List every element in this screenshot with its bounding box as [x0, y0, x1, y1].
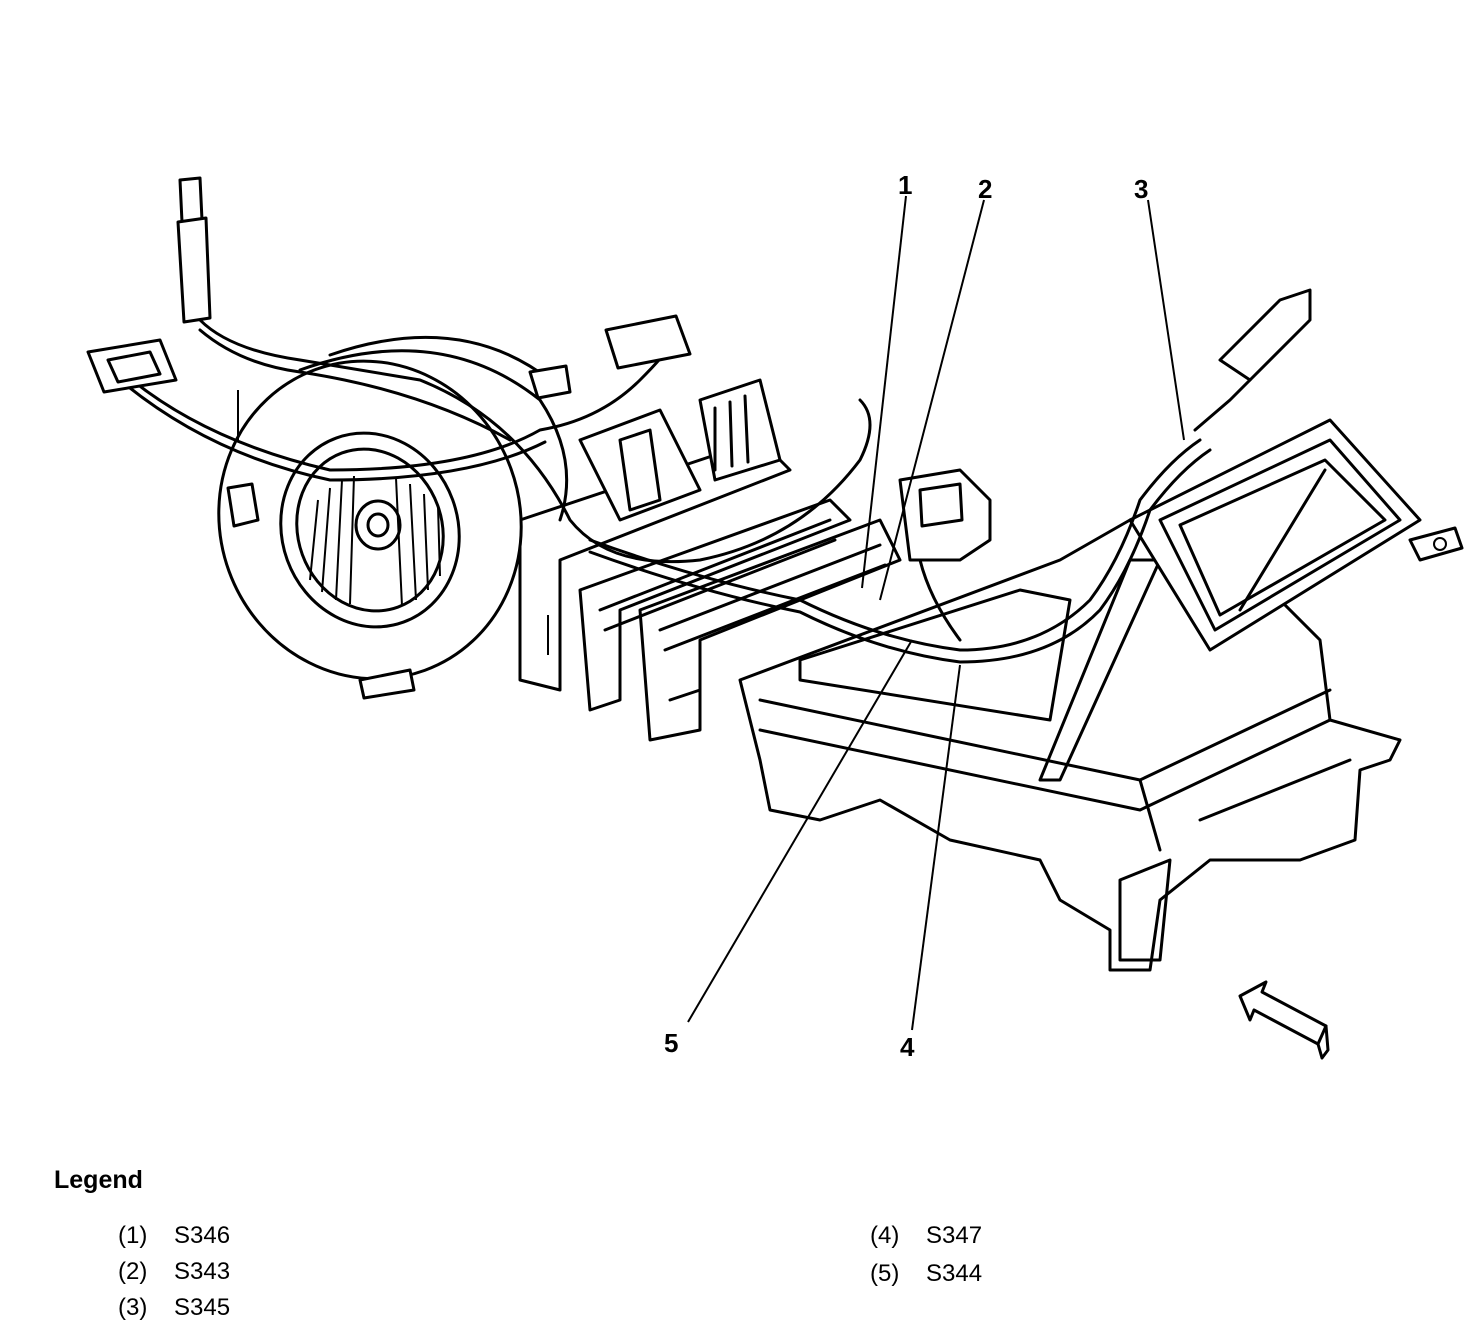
- legend-item-label: S343: [174, 1258, 231, 1285]
- legend-item-index: (2): [118, 1258, 148, 1285]
- legend-item-label: S345: [174, 1294, 231, 1321]
- callout-leaders: [687, 195, 1185, 1031]
- callout-number-3: 3: [1134, 174, 1148, 204]
- legend-item-label: S344: [926, 1260, 983, 1287]
- wiring-harness: [86, 176, 1312, 664]
- legend-item-label: S347: [926, 1222, 983, 1249]
- callout-number-4: 4: [900, 1032, 915, 1062]
- legend-item-index: (3): [118, 1294, 148, 1321]
- view-direction-arrow-icon: [1238, 980, 1330, 1060]
- legend-item-index: (5): [870, 1260, 900, 1287]
- legend-item: (5) S344: [870, 1260, 982, 1288]
- callout-number-1: 1: [898, 170, 912, 200]
- legend-item-index: (1): [118, 1222, 148, 1249]
- legend-item-label: S346: [174, 1222, 231, 1249]
- callout-number-5: 5: [664, 1028, 678, 1058]
- inlet-frame: [1128, 418, 1464, 652]
- callout-number-2: 2: [978, 174, 992, 204]
- legend-item-index: (4): [870, 1222, 900, 1249]
- blower-housing: [217, 335, 572, 700]
- hvac-module-harness-illustration: 1 2 3 4 5: [86, 170, 1464, 1062]
- legend-item: (3) S345: [118, 1294, 230, 1322]
- legend-item: (4) S347: [870, 1222, 982, 1250]
- legend-item: (1) S346: [118, 1222, 230, 1250]
- legend-title: Legend: [54, 1166, 143, 1194]
- resistor-block: [578, 378, 992, 562]
- legend-item: (2) S343: [118, 1258, 230, 1286]
